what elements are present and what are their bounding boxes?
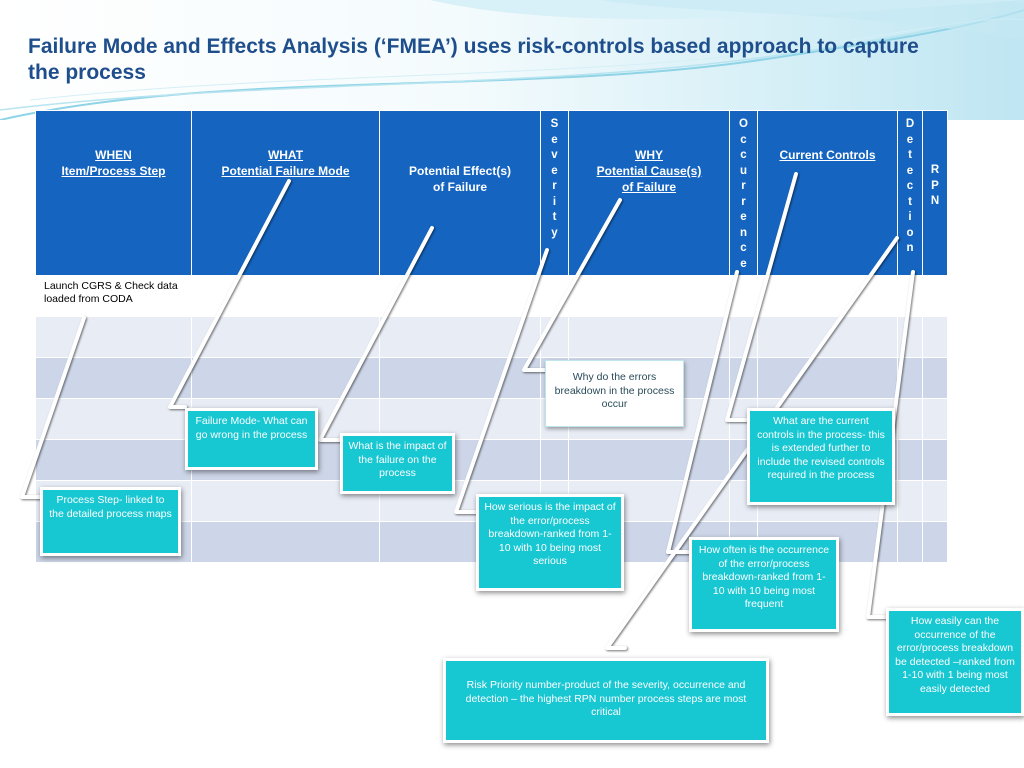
callout-cause: Why do the errors breakdown in the proce…: [545, 360, 684, 427]
header-effect-label: Potential Effect(s): [408, 164, 511, 178]
callout-controls: What are the current controls in the pro…: [747, 408, 895, 505]
table-row: [35, 357, 948, 399]
callout-severity: How serious is the impact of the error/p…: [476, 494, 624, 591]
header-why: WHY Potential Cause(s) of Failure: [568, 110, 730, 276]
table-cell: [568, 275, 730, 317]
table-cell: [379, 275, 541, 317]
header-controls-label: Current Controls: [779, 148, 876, 162]
table-cell: [540, 275, 569, 317]
header-row: WHEN Item/Process Step WHAT Potential Fail…: [35, 110, 948, 276]
header-effect-sub: of Failure: [432, 180, 487, 194]
callout-rpn: Risk Priority number-product of the seve…: [443, 658, 769, 743]
header-when-sub: Item/Process Step: [61, 164, 166, 178]
header-what-label: WHAT: [267, 148, 304, 162]
callout-detection: How easily can the occurrence of the err…: [886, 608, 1024, 716]
decorative-banner: [0, 0, 1024, 120]
header-what: WHAT Potential Failure Mode: [191, 110, 380, 276]
callout-process-step: Process Step- linked to the detailed pro…: [40, 487, 181, 556]
callout-effect: What is the impact of the failure on the…: [340, 433, 455, 494]
callout-failure-mode: Failure Mode- What can go wrong in the p…: [185, 408, 318, 470]
header-effect: Potential Effect(s) of Failure: [379, 110, 541, 276]
table-cell: [757, 275, 898, 317]
header-what-sub: Potential Failure Mode: [221, 164, 350, 178]
table-cell: [922, 275, 948, 317]
table-cell: Launch CGRS & Check data loaded from COD…: [35, 275, 192, 317]
table-row: [35, 316, 948, 358]
table-cell: [897, 275, 923, 317]
header-controls: Current Controls: [757, 110, 898, 276]
header-when: WHEN Item/Process Step: [35, 110, 192, 276]
header-when-label: WHEN: [95, 148, 132, 162]
callout-occurrence: How often is the occurrence of the error…: [689, 537, 839, 632]
slide-title: Failure Mode and Effects Analysis (‘FMEA…: [28, 35, 919, 84]
header-why-label: WHY: [635, 148, 663, 162]
table-cell: [729, 275, 758, 317]
table-cell: [191, 275, 380, 317]
header-why-sub: Potential Cause(s): [596, 164, 702, 178]
process-step-text: Launch CGRS & Check data loaded from COD…: [44, 280, 178, 305]
table-row: Launch CGRS & Check data loaded from COD…: [35, 275, 948, 317]
header-why-sub2: of Failure: [621, 180, 676, 194]
